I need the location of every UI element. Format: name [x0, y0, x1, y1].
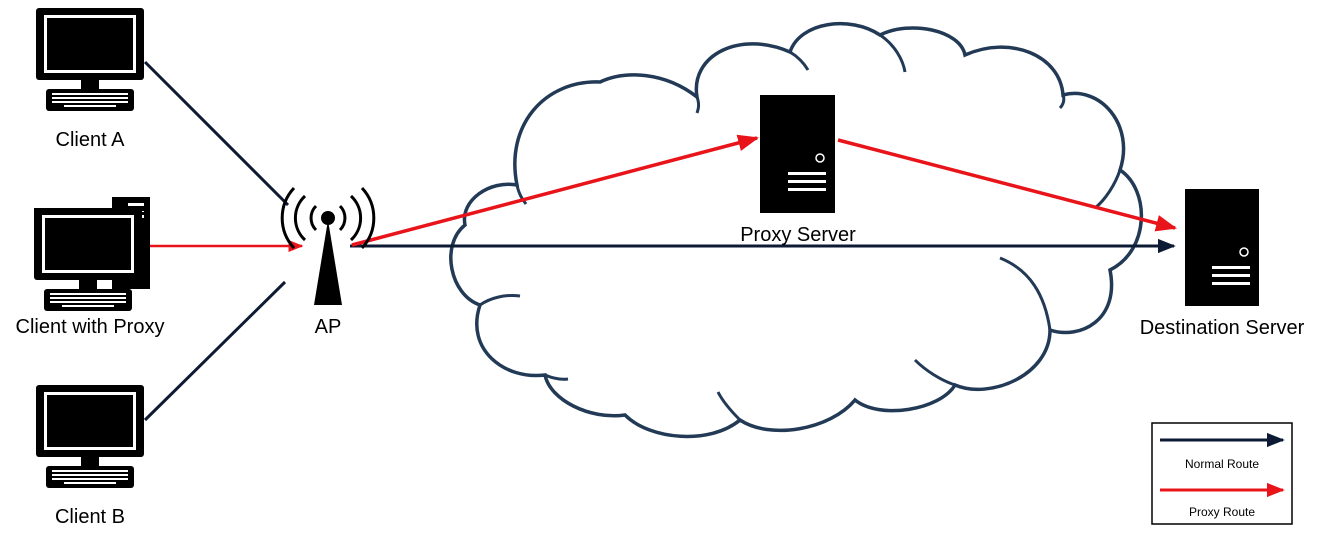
client-b-to-ap-line	[143, 280, 287, 422]
destination-server-label: Destination Server	[1140, 317, 1305, 339]
proxy-server	[760, 95, 835, 213]
legend: Normal Route Proxy Route	[1151, 422, 1293, 525]
destination-server	[1185, 189, 1259, 306]
proxy-server-label: Proxy Server	[740, 224, 856, 246]
client-with-proxy-computer	[34, 197, 150, 311]
client-a-label: Client A	[56, 129, 126, 151]
wireless-access-point-icon	[280, 186, 376, 305]
ap-label: AP	[315, 316, 342, 338]
server-tower-icon	[1185, 189, 1259, 306]
client-with-proxy-label: Client with Proxy	[16, 316, 165, 338]
legend-normal-label: Normal Route	[1185, 457, 1259, 471]
cloud-icon	[449, 21, 1143, 439]
proxy-route-lines	[148, 134, 1178, 252]
client-a-computer	[36, 8, 144, 111]
client-a-to-ap-line	[143, 60, 290, 207]
client-b-label: Client B	[55, 506, 125, 528]
server-tower-icon	[760, 95, 835, 213]
proxy-server-to-destination-line	[837, 138, 1178, 232]
client-b-computer	[36, 385, 144, 488]
desktop-computer-icon	[36, 8, 144, 111]
desktop-computer-icon	[36, 385, 144, 488]
legend-proxy-label: Proxy Route	[1189, 505, 1255, 519]
ap-to-proxy-server-line	[351, 134, 760, 247]
desktop-tower-computer-icon	[34, 197, 150, 311]
normal-route-lines	[143, 60, 1176, 422]
